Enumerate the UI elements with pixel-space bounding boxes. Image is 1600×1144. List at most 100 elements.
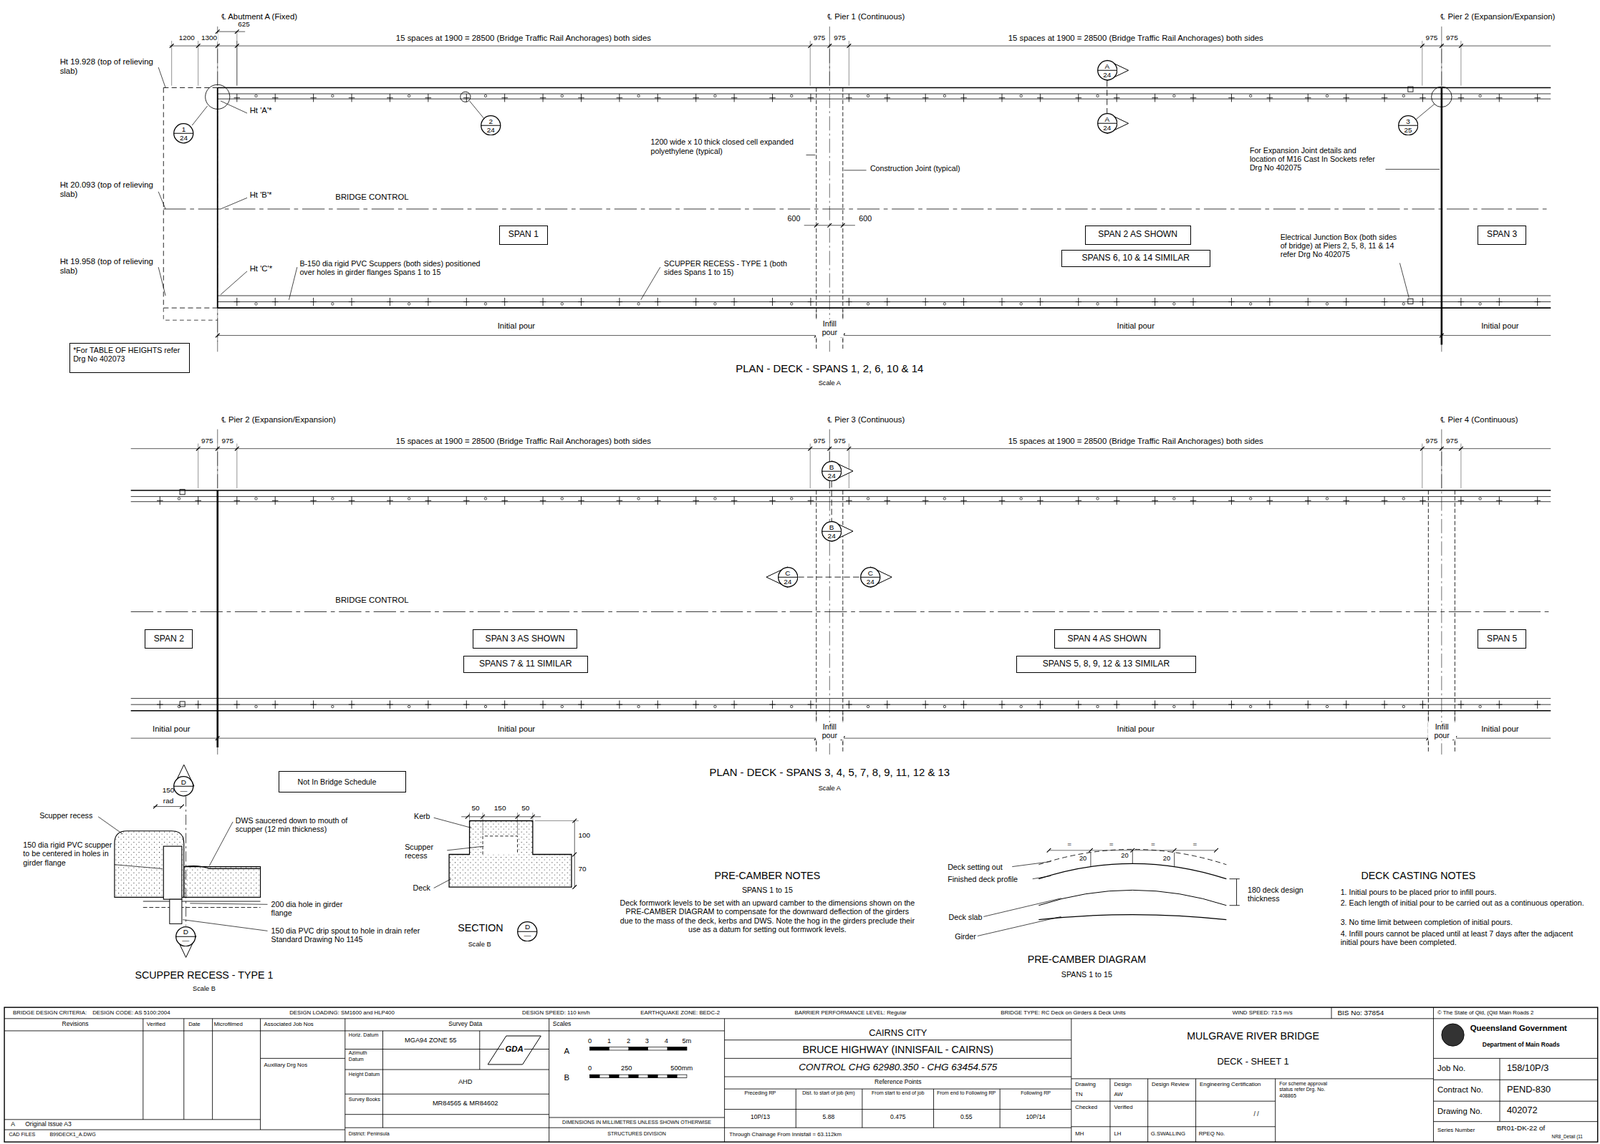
rail-anchorage-marks <box>234 93 1541 306</box>
annotation-text: Drawing <box>1074 1081 1097 1088</box>
annotation-text: SECTION <box>456 922 504 934</box>
dimension-ticks <box>465 815 536 820</box>
leader-line <box>191 105 207 126</box>
annotation-text: MULGRAVE RIVER BRIDGE <box>1186 1030 1320 1043</box>
junction-box <box>179 701 185 707</box>
annotation-text: DECK CASTING NOTES <box>1360 870 1477 882</box>
thickness-dimension <box>1229 879 1240 906</box>
leader-line <box>189 903 268 905</box>
annotation-text: 150 <box>493 804 508 813</box>
box-text: SPAN 1 <box>508 229 539 240</box>
annotation-text: SPANS 1 to 15 <box>1060 970 1113 980</box>
scale-bar-segment <box>667 1075 678 1078</box>
expansion-joint-line <box>1441 87 1444 345</box>
annotation-text: SCUPPER RECESS - TYPE 1 <box>134 969 275 982</box>
annotation-text: SCUPPER RECESS - TYPE 1 (both sides Span… <box>663 259 803 278</box>
note-box: Not In Bridge Schedule <box>278 771 407 793</box>
linework <box>4 26 1598 1143</box>
title-block-rule <box>999 1089 1001 1129</box>
leader-line <box>220 197 248 210</box>
box-text: Not In Bridge Schedule <box>297 777 377 787</box>
annotation-text: Infill pour <box>815 319 844 338</box>
annotation-text: 600 <box>787 214 802 223</box>
annotation-text: Original Issue A3 <box>24 1121 73 1129</box>
title-block-rule <box>142 1019 144 1121</box>
annotation-text: Deck <box>412 883 432 893</box>
annotation-text: Contract No. <box>1436 1085 1484 1096</box>
title-block-rule <box>933 1089 934 1129</box>
annotation-text: ℄ Pier 2 (Expansion/Expansion) <box>220 415 337 425</box>
leader-line <box>288 267 297 301</box>
box-text: SPAN 3 <box>1486 229 1517 240</box>
annotation-text: 15 spaces at 1900 = 28500 (Bridge Traffi… <box>395 436 652 447</box>
sheet-number: — <box>517 932 538 940</box>
detail-number: D <box>517 923 538 932</box>
annotation-text: CAIRNS CITY <box>868 1028 928 1040</box>
annotation-text: 10P/13 <box>749 1114 771 1122</box>
detail-number: C <box>777 570 798 578</box>
section-callout-bubble: D— <box>173 776 194 797</box>
annotation-text: MGA94 ZONE 55 <box>403 1037 457 1045</box>
scupper-marks <box>177 497 1482 709</box>
title-block-rule <box>548 1019 550 1143</box>
extension-lines <box>217 713 1456 745</box>
annotation-text: Ht 'A'* <box>249 105 273 116</box>
abutment-line <box>217 87 219 308</box>
callout-divider <box>481 125 501 127</box>
annotation-text: 150 <box>161 786 176 795</box>
annotation-text: Construction Joint (typical) <box>869 164 962 173</box>
annotation-text: ℄ Abutment A (Fixed) <box>220 12 298 22</box>
annotation-text: Initial pour <box>497 321 536 331</box>
annotation-text: 3. No time limit between completion of i… <box>1340 918 1592 927</box>
annotation-text: DESIGN CODE: AS 5100:2004 <box>91 1009 171 1017</box>
annotation-text: Auxiliary Drg Nos <box>263 1062 308 1069</box>
section-line <box>831 481 833 522</box>
annotation-text: BARRIER PERFORMANCE LEVEL: Regular <box>793 1009 907 1017</box>
section-callout-bubble: D— <box>175 926 196 947</box>
section-callout-bubble: A24 <box>1097 60 1118 81</box>
annotation-text: Ht 19.928 (top of relieving slab) <box>59 57 158 76</box>
scale-bar-segment <box>628 1047 649 1051</box>
dimension-line <box>217 335 1551 336</box>
finished-deck-profile <box>1038 863 1227 879</box>
title-block-rule <box>4 1030 346 1032</box>
girder-flange-line <box>143 907 261 909</box>
dimension-ticks <box>572 819 577 890</box>
detail-number: A <box>1097 63 1118 71</box>
annotation-text: 200 dia hole in girder flange <box>270 900 354 919</box>
span-label-box: SPAN 3 <box>1477 225 1527 245</box>
leader-line <box>1385 169 1440 170</box>
annotation-text: G.SWALLING <box>1150 1130 1187 1138</box>
title-block-rule <box>549 1030 725 1032</box>
annotation-text: BRUCE HIGHWAY (INNISFAIL - CAIRNS) <box>802 1044 995 1056</box>
section-callout-bubble: A24 <box>1097 113 1118 134</box>
callout-outline <box>174 123 194 144</box>
deck-edge-line <box>131 489 1552 492</box>
annotation-text: 625 <box>237 20 251 28</box>
annotation-text: = <box>1066 840 1073 848</box>
annotation-text: DESIGN LOADING: SM1600 and HLP400 <box>288 1009 396 1017</box>
annotation-text: Scale B <box>467 941 493 949</box>
annotation-text: Scupper recess <box>403 842 447 861</box>
deck-slab-line <box>1038 890 1227 906</box>
annotation-text: B <box>562 1073 571 1083</box>
dimension-ticks <box>215 29 240 34</box>
detail-number: 3 <box>1398 118 1419 126</box>
annotation-text: 158/10P/3 <box>1506 1063 1550 1075</box>
callout-outline <box>1398 116 1419 136</box>
callout-divider <box>517 931 538 932</box>
title-block-rule <box>1433 1058 1598 1060</box>
leader-line <box>434 817 472 828</box>
callout-outline <box>777 567 798 588</box>
span-label-box: SPANS 7 & 11 SIMILAR <box>463 656 589 674</box>
deck-edge-line <box>131 698 1552 700</box>
callout-divider <box>777 577 798 578</box>
annotation-text: DWS saucered down to mouth of scupper (1… <box>234 816 349 835</box>
annotation-text: Dist. to start of job (km) <box>797 1090 860 1097</box>
extension-lines <box>217 310 1442 342</box>
junction-box <box>1408 86 1414 92</box>
dimension-ticks <box>215 43 1464 48</box>
annotation-text: Verified <box>1112 1104 1134 1111</box>
title-block-rule <box>724 1039 1072 1041</box>
